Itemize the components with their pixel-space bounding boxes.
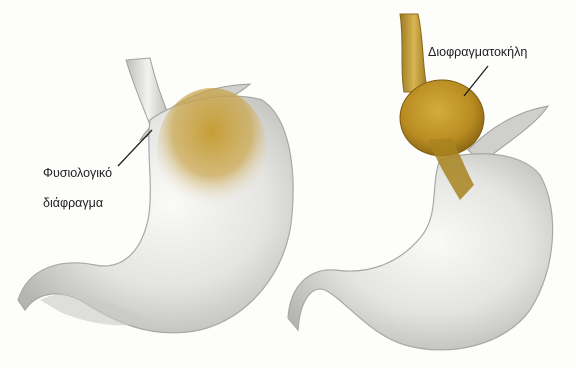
leader-line-normal — [118, 130, 152, 166]
normal-diaphragm-label-line1: Φυσιολογικό — [43, 163, 112, 183]
stomach-body-hernia — [288, 154, 553, 350]
leader-line-hernia — [464, 66, 488, 96]
hernia-stomach — [288, 14, 553, 350]
normal-diaphragm-label-line2: διάφραγμα — [43, 193, 103, 213]
esophagus-hernia — [400, 14, 428, 92]
fundus-acid-normal — [157, 88, 267, 212]
hiatal-hernia-label: Διοφραγματοκήλη — [428, 42, 527, 62]
